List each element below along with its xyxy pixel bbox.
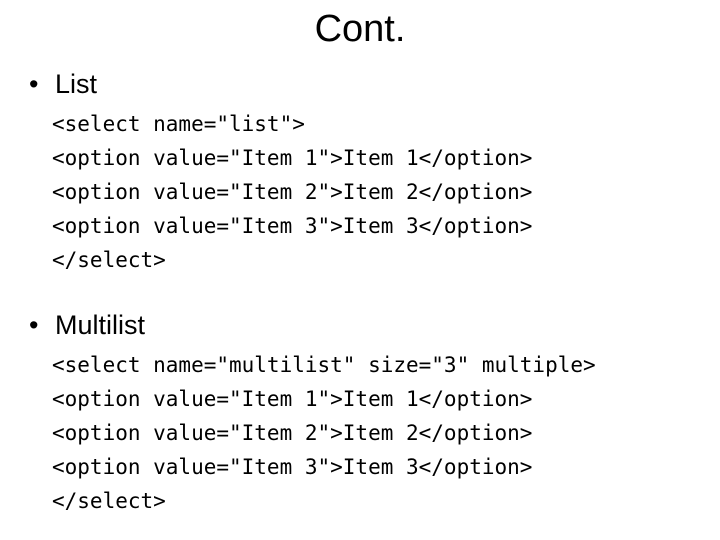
bullet-dot-icon: • xyxy=(29,310,39,340)
code-line: <option value="Item 2">Item 2</option> xyxy=(52,421,533,445)
bullet-item-multilist: • Multilist xyxy=(0,307,720,343)
spacer xyxy=(0,277,720,307)
code-line: <option value="Item 1">Item 1</option> xyxy=(52,387,533,411)
code-line: </select> xyxy=(52,489,166,513)
code-line: <option value="Item 3">Item 3</option> xyxy=(52,214,533,238)
code-line: <select name="list"> xyxy=(52,112,305,136)
bullet-item-list: • List xyxy=(0,66,720,102)
page-title: Cont. xyxy=(314,8,406,50)
section-list: • List <select name="list"> <option valu… xyxy=(0,66,720,277)
code-line: <select name="multilist" size="3" multip… xyxy=(52,353,596,377)
code-line: <option value="Item 3">Item 3</option> xyxy=(52,455,533,479)
bullet-label-list: List xyxy=(55,69,98,99)
code-line: <option value="Item 1">Item 1</option> xyxy=(52,146,533,170)
bullet-dot-icon: • xyxy=(29,69,39,99)
slide-body: • List <select name="list"> <option valu… xyxy=(0,66,720,518)
section-multilist: • Multilist <select name="multilist" siz… xyxy=(0,307,720,518)
code-line: </select> xyxy=(52,248,166,272)
code-line: <option value="Item 2">Item 2</option> xyxy=(52,180,533,204)
bullet-label-multilist: Multilist xyxy=(55,310,146,340)
